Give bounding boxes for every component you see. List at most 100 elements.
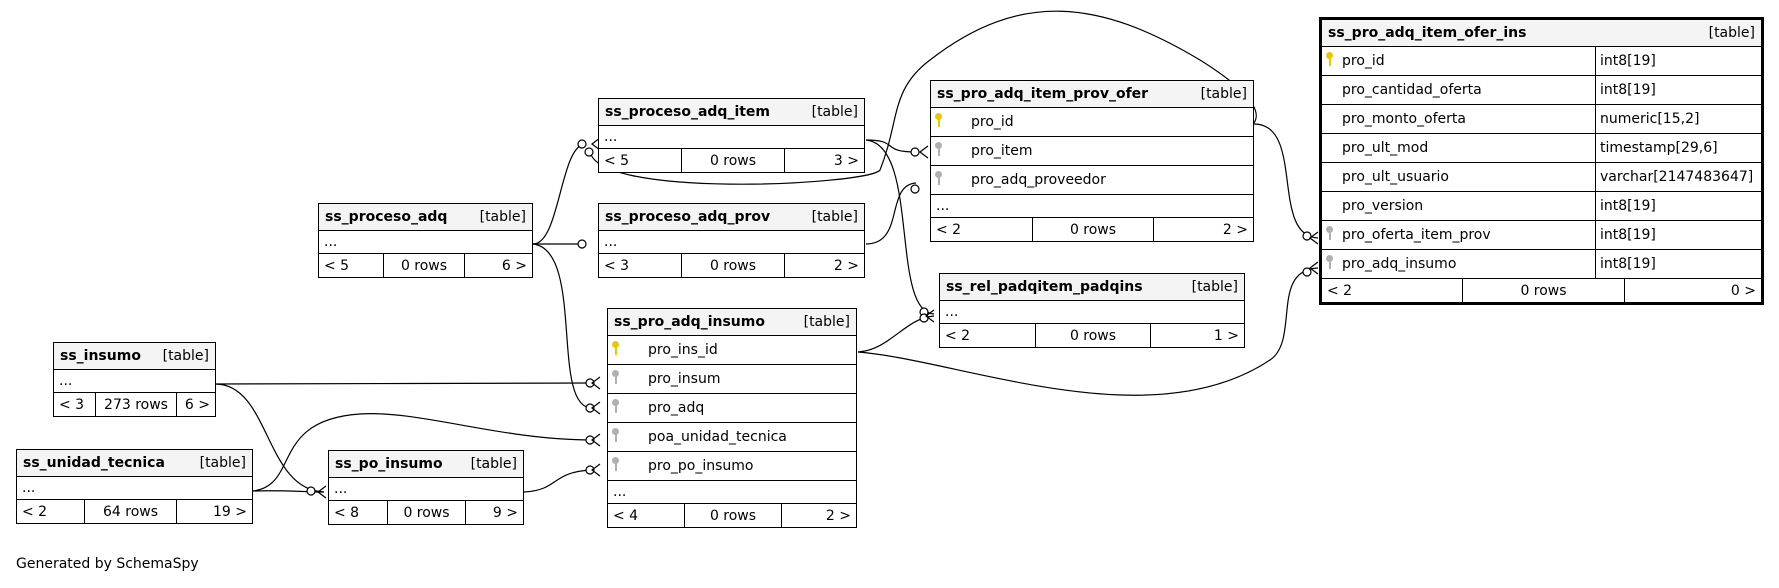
row-count: 0 rows bbox=[681, 254, 785, 277]
foreign-key-icon bbox=[931, 142, 947, 160]
table-kind: [table] bbox=[1708, 25, 1755, 41]
columns-collapsed: ... bbox=[940, 301, 1244, 324]
table-kind: [table] bbox=[470, 456, 517, 472]
table-kind: [table] bbox=[811, 104, 858, 120]
column-row[interactable]: pro_adq_insumo int8[19] bbox=[1322, 250, 1761, 279]
parents-count[interactable]: < 8 bbox=[334, 504, 360, 521]
column-type: numeric[15,2] bbox=[1595, 105, 1761, 133]
column-row[interactable]: pro_ult_usuario varchar[2147483647] bbox=[1322, 163, 1761, 192]
foreign-key-icon bbox=[608, 457, 624, 475]
table-ss-rel-padqitem-padqins[interactable]: ss_rel_padqitem_padqins [table] ... < 2 … bbox=[939, 273, 1245, 348]
columns-collapsed: ... bbox=[931, 195, 1253, 218]
column-row[interactable]: pro_oferta_item_prov int8[19] bbox=[1322, 221, 1761, 250]
table-header: ss_proceso_adq [table] bbox=[319, 204, 532, 231]
parents-count[interactable]: < 5 bbox=[604, 152, 630, 169]
table-ss-proceso-adq[interactable]: ss_proceso_adq [table] ... < 5 0 rows 6 … bbox=[318, 203, 533, 278]
column-name: pro_po_insumo bbox=[648, 458, 754, 474]
parents-count[interactable]: < 5 bbox=[324, 257, 350, 274]
column-name: pro_item bbox=[971, 143, 1033, 159]
table-ss-proceso-adq-item[interactable]: ss_proceso_adq_item [table] ... < 5 0 ro… bbox=[598, 98, 865, 173]
primary-key-icon bbox=[608, 341, 624, 359]
column-row[interactable]: pro_id int8[19] bbox=[1322, 47, 1761, 76]
table-kind: [table] bbox=[811, 209, 858, 225]
foreign-key-icon bbox=[608, 428, 624, 446]
column-type: timestamp[29,6] bbox=[1595, 134, 1761, 162]
column-row[interactable]: pro_insum bbox=[608, 365, 856, 394]
columns-collapsed: ... bbox=[319, 231, 532, 254]
table-ss-pro-adq-item-ofer-ins[interactable]: ss_pro_adq_item_ofer_ins [table] pro_id … bbox=[1319, 17, 1764, 305]
primary-key-icon bbox=[1322, 52, 1338, 70]
children-count[interactable]: 6 > bbox=[501, 257, 527, 274]
parents-count[interactable]: < 3 bbox=[604, 257, 630, 274]
table-ss-insumo[interactable]: ss_insumo [table] ... < 3 273 rows 6 > bbox=[53, 342, 216, 417]
column-name: pro_id bbox=[1342, 53, 1385, 69]
table-kind: [table] bbox=[199, 455, 246, 471]
column-row[interactable]: pro_id bbox=[931, 108, 1253, 137]
table-header: ss_pro_adq_item_prov_ofer [table] bbox=[931, 81, 1253, 108]
table-name: ss_rel_padqitem_padqins bbox=[946, 279, 1143, 295]
row-count: 0 rows bbox=[681, 149, 785, 172]
column-type: int8[19] bbox=[1595, 250, 1761, 278]
column-row[interactable]: pro_cantidad_oferta int8[19] bbox=[1322, 76, 1761, 105]
column-row[interactable]: pro_po_insumo bbox=[608, 452, 856, 481]
table-ss-pro-adq-insumo[interactable]: ss_pro_adq_insumo [table] pro_ins_id pro… bbox=[607, 308, 857, 528]
parents-count[interactable]: < 2 bbox=[945, 327, 971, 344]
table-footer: < 8 0 rows 9 > bbox=[329, 501, 523, 524]
column-row[interactable]: pro_item bbox=[931, 137, 1253, 166]
column-name: pro_id bbox=[971, 114, 1014, 130]
column-name: pro_cantidad_oferta bbox=[1342, 82, 1482, 98]
table-header: ss_rel_padqitem_padqins [table] bbox=[940, 274, 1244, 301]
parents-count[interactable]: < 2 bbox=[936, 221, 962, 238]
children-count[interactable]: 2 > bbox=[833, 257, 859, 274]
parents-count[interactable]: < 3 bbox=[59, 396, 85, 413]
table-name: ss_proceso_adq_item bbox=[605, 104, 771, 120]
table-ss-pro-adq-item-prov-ofer[interactable]: ss_pro_adq_item_prov_ofer [table] pro_id… bbox=[930, 80, 1254, 242]
table-name: ss_insumo bbox=[60, 348, 141, 364]
table-ss-proceso-adq-prov[interactable]: ss_proceso_adq_prov [table] ... < 3 0 ro… bbox=[598, 203, 865, 278]
row-count: 64 rows bbox=[84, 500, 177, 523]
column-type: int8[19] bbox=[1595, 221, 1761, 249]
row-count: 0 rows bbox=[387, 501, 466, 524]
foreign-key-icon bbox=[608, 399, 624, 417]
foreign-key-icon bbox=[1322, 255, 1338, 273]
column-name: pro_version bbox=[1342, 198, 1424, 214]
parents-count[interactable]: < 2 bbox=[1327, 282, 1353, 299]
column-row[interactable]: pro_monto_oferta numeric[15,2] bbox=[1322, 105, 1761, 134]
table-name: ss_pro_adq_item_ofer_ins bbox=[1328, 25, 1527, 41]
column-row[interactable]: pro_ins_id bbox=[608, 336, 856, 365]
children-count[interactable]: 6 > bbox=[184, 396, 210, 413]
table-ss-unidad-tecnica[interactable]: ss_unidad_tecnica [table] ... < 2 64 row… bbox=[16, 449, 253, 524]
table-ss-po-insumo[interactable]: ss_po_insumo [table] ... < 8 0 rows 9 > bbox=[328, 450, 524, 525]
children-count[interactable]: 1 > bbox=[1213, 327, 1239, 344]
table-header: ss_proceso_adq_item [table] bbox=[599, 99, 864, 126]
foreign-key-icon bbox=[931, 171, 947, 189]
children-count[interactable]: 2 > bbox=[1222, 221, 1248, 238]
column-name: pro_ins_id bbox=[648, 342, 718, 358]
columns-collapsed: ... bbox=[54, 370, 215, 393]
table-footer: < 3 0 rows 2 > bbox=[599, 254, 864, 277]
column-row[interactable]: pro_version int8[19] bbox=[1322, 192, 1761, 221]
table-footer: < 2 64 rows 19 > bbox=[17, 500, 252, 523]
table-kind: [table] bbox=[1200, 86, 1247, 102]
children-count[interactable]: 9 > bbox=[492, 504, 518, 521]
column-row[interactable]: pro_ult_mod timestamp[29,6] bbox=[1322, 134, 1761, 163]
children-count[interactable]: 2 > bbox=[825, 507, 851, 524]
table-footer: < 2 0 rows 1 > bbox=[940, 324, 1244, 347]
column-row[interactable]: pro_adq_proveedor bbox=[931, 166, 1253, 195]
table-header: ss_pro_adq_item_ofer_ins [table] bbox=[1322, 20, 1761, 47]
children-count[interactable]: 0 > bbox=[1730, 282, 1756, 299]
children-count[interactable]: 19 > bbox=[213, 503, 247, 520]
table-name: ss_pro_adq_insumo bbox=[614, 314, 765, 330]
parents-count[interactable]: < 4 bbox=[613, 507, 639, 524]
column-row[interactable]: poa_unidad_tecnica bbox=[608, 423, 856, 452]
column-type: int8[19] bbox=[1595, 47, 1761, 75]
column-row[interactable]: pro_adq bbox=[608, 394, 856, 423]
table-name: ss_proceso_adq_prov bbox=[605, 209, 771, 225]
column-name: pro_ult_usuario bbox=[1342, 169, 1449, 185]
children-count[interactable]: 3 > bbox=[833, 152, 859, 169]
table-footer: < 5 0 rows 3 > bbox=[599, 149, 864, 172]
columns-collapsed: ... bbox=[608, 481, 856, 504]
column-type: varchar[2147483647] bbox=[1595, 163, 1761, 191]
parents-count[interactable]: < 2 bbox=[22, 503, 48, 520]
